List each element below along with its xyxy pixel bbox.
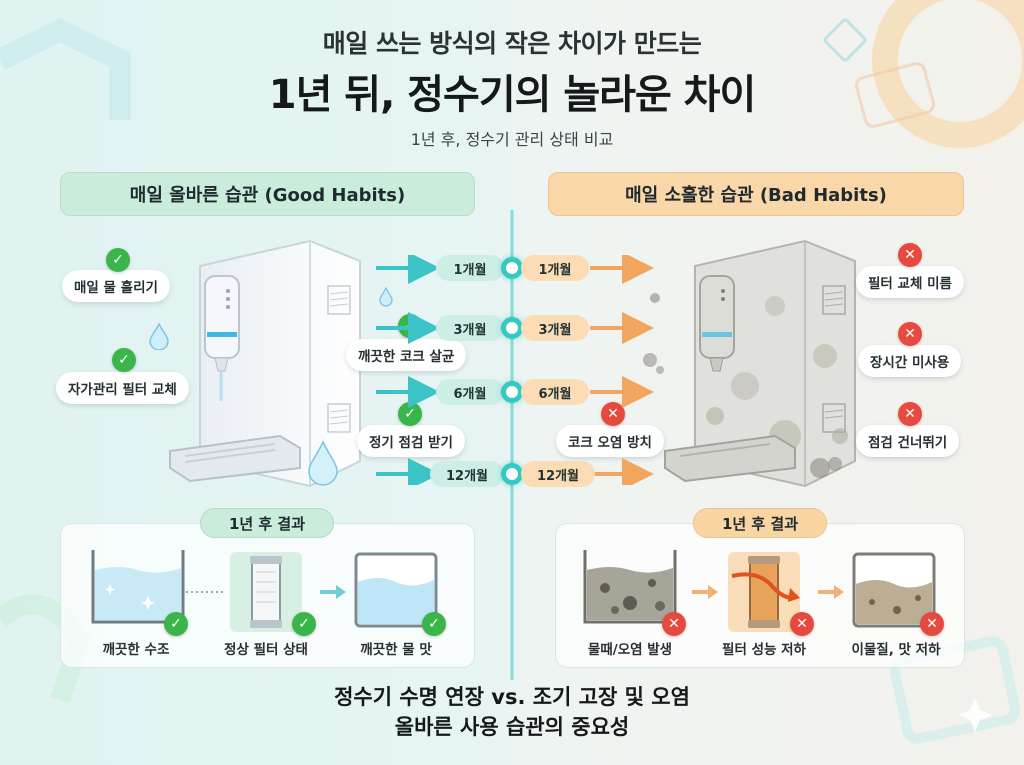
good-habits-banner: 매일 올바른 습관 (Good Habits) <box>60 172 475 216</box>
cross-icon: ✕ <box>601 402 625 426</box>
check-icon: ✓ <box>292 612 316 636</box>
clean-tank-illustration <box>91 550 185 624</box>
good-result-title: 1년 후 결과 <box>200 508 334 538</box>
bad-result-caption: 필터 성능 저하 <box>722 642 806 658</box>
bad-result-caption: 이물질, 맛 저하 <box>851 642 941 658</box>
arrow-right-icon <box>818 585 844 599</box>
arrow-right-icon <box>320 585 346 599</box>
timeline-node <box>501 317 523 339</box>
good-habit-pill: 매일 물 흘리기 <box>62 270 170 302</box>
contaminated-water-illustration <box>852 552 936 628</box>
timeline-label-left: 12개월 <box>430 461 504 487</box>
bad-habit-pill: 점검 건너뛰기 <box>856 425 960 457</box>
bad-habit-pill: 장시간 미사용 <box>858 345 962 377</box>
bad-habit-pill: 필터 교체 미름 <box>856 266 964 298</box>
bad-result-title: 1년 후 결과 <box>693 508 827 538</box>
timeline-label-left: 1개월 <box>436 255 504 281</box>
clean-purifier-illustration <box>169 239 361 488</box>
header: 매일 쓰는 방식의 작은 차이가 만드는 1년 뒤, 정수기의 놀라운 차이 1… <box>0 24 1024 150</box>
timeline-node <box>501 381 523 403</box>
check-icon: ✓ <box>112 348 136 372</box>
arrow-right-icon <box>692 585 718 599</box>
water-drop-icon <box>149 322 169 350</box>
check-icon: ✓ <box>164 612 188 636</box>
footer-line-1: 정수기 수명 연장 vs. 조기 고장 및 오염 <box>334 685 690 709</box>
footer-line-2: 올바른 사용 습관의 중요성 <box>394 715 630 739</box>
timeline-arrows <box>376 255 654 485</box>
timeline-label-left: 3개월 <box>436 315 504 341</box>
page-title: 1년 뒤, 정수기의 놀라운 차이 <box>268 72 757 118</box>
cross-icon: ✕ <box>790 612 814 636</box>
good-habit-pill: 자가관리 필터 교체 <box>56 372 189 404</box>
dirty-tank-illustration <box>583 550 677 624</box>
cross-icon: ✕ <box>898 402 922 426</box>
timeline-label-right: 6개월 <box>521 379 589 405</box>
good-habit-pill: 깨끗한 코크 살균 <box>346 339 467 371</box>
bad-result-caption: 물때/오염 발생 <box>587 642 673 658</box>
degraded-filter-illustration <box>728 552 800 632</box>
connector-dots <box>186 591 224 593</box>
clean-water-illustration <box>354 552 438 628</box>
good-result-caption: 깨끗한 물 맛 <box>360 642 432 658</box>
timeline-node <box>501 463 523 485</box>
good-result-caption: 정상 필터 상태 <box>224 642 308 658</box>
cross-icon: ✕ <box>920 612 944 636</box>
dirt-particles <box>643 293 664 374</box>
water-drop-icon <box>379 287 393 307</box>
cross-icon: ✕ <box>662 612 686 636</box>
footer: 정수기 수명 연장 vs. 조기 고장 및 오염 올바른 사용 습관의 중요성 <box>0 682 1024 742</box>
good-result-caption: 깨끗한 수조 <box>102 642 170 658</box>
timeline-label-right: 12개월 <box>521 461 595 487</box>
check-icon: ✓ <box>106 248 130 272</box>
timeline-label-right: 3개월 <box>521 315 589 341</box>
cross-icon: ✕ <box>898 322 922 346</box>
timeline-node <box>501 257 523 279</box>
subtitle: 1년 후, 정수기 관리 상태 비교 <box>410 130 614 149</box>
dirty-purifier-illustration <box>664 239 856 488</box>
cross-icon: ✕ <box>898 243 922 267</box>
bad-habits-banner: 매일 소홀한 습관 (Bad Habits) <box>548 172 964 216</box>
timeline-label-right: 1개월 <box>521 255 589 281</box>
check-icon: ✓ <box>422 612 446 636</box>
bad-habit-pill: 코크 오염 방치 <box>556 425 664 457</box>
water-drop-icon <box>308 440 338 486</box>
good-habit-pill: 정기 점검 받기 <box>357 425 465 457</box>
timeline-label-left: 6개월 <box>436 379 504 405</box>
normal-filter-illustration <box>230 552 302 632</box>
pre-title: 매일 쓰는 방식의 작은 차이가 만드는 <box>322 29 702 58</box>
